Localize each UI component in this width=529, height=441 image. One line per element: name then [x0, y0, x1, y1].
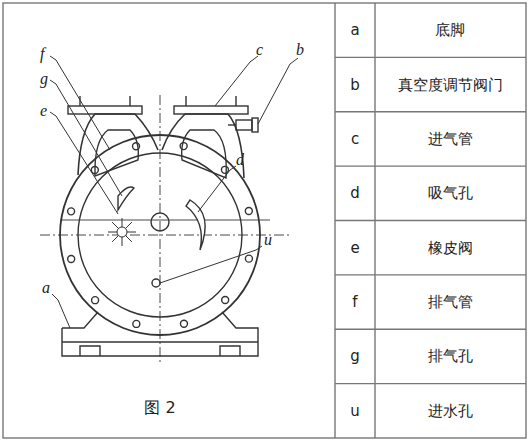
drawing-stroke — [92, 297, 99, 304]
drawing-stroke — [68, 255, 75, 262]
table-cell: 进气管 — [428, 131, 473, 146]
callout-letter: b — [296, 42, 304, 58]
callout-letter: e — [40, 103, 47, 119]
table-key: g — [350, 349, 360, 364]
table-cell: 真空度调节阀门 — [398, 77, 503, 92]
callout-letter: u — [264, 232, 272, 248]
figure-caption: 图 2 — [144, 400, 175, 416]
drawing-stroke — [245, 255, 252, 262]
drawing-stroke — [180, 143, 187, 150]
table-cell: 底脚 — [435, 23, 465, 38]
table-cell: 进水孔 — [428, 403, 473, 418]
drawing-stroke — [133, 320, 140, 327]
drawing-stroke — [335, 329, 526, 330]
table-cell: 排气管 — [428, 295, 473, 310]
callout-letter: c — [256, 42, 263, 58]
table-key: u — [350, 403, 360, 418]
drawing-stroke — [180, 320, 187, 327]
drawing-stroke — [222, 296, 229, 303]
drawing-stroke — [335, 57, 526, 58]
table-cell: 吸气孔 — [428, 186, 473, 201]
drawing-stroke — [245, 208, 252, 215]
table-cell: 排气孔 — [428, 349, 473, 364]
callout-letter: a — [42, 280, 50, 296]
drawing-stroke — [68, 208, 75, 215]
drawing-stroke — [117, 227, 127, 237]
table-cell: 橡皮阀 — [428, 240, 473, 255]
table-key: f — [352, 295, 357, 310]
drawing-stroke — [335, 165, 526, 166]
callout-letter: d — [236, 152, 244, 168]
table-key: e — [350, 240, 359, 255]
table-key: c — [351, 131, 359, 146]
drawing-stroke — [221, 166, 228, 173]
table-key: b — [350, 77, 360, 92]
drawing-stroke — [133, 143, 140, 150]
drawing-stroke — [335, 274, 526, 275]
drawing-stroke — [335, 111, 526, 112]
callout-letter: g — [40, 71, 48, 87]
drawing-stroke — [91, 167, 98, 174]
drawing-stroke — [335, 383, 526, 384]
table-key: a — [350, 23, 359, 38]
drawing-stroke — [335, 220, 526, 221]
table-key: d — [350, 186, 360, 201]
callout-letter: f — [40, 46, 44, 62]
